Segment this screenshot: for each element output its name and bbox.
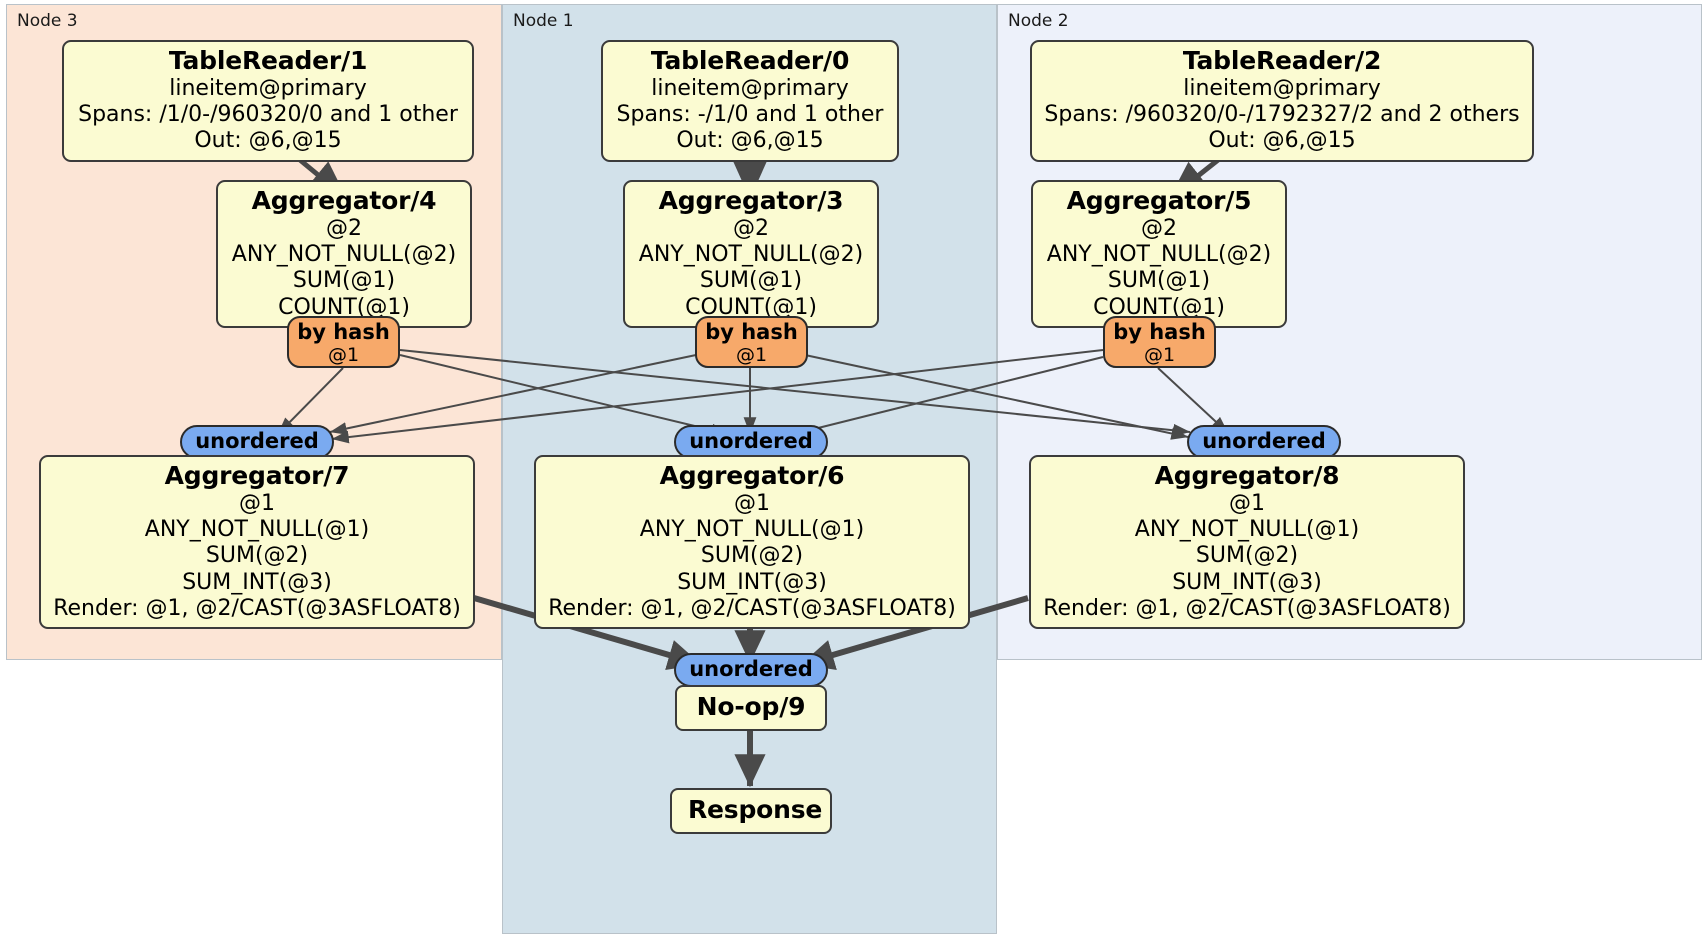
node-line: @2 bbox=[733, 215, 769, 241]
node-tablereader-0[interactable]: TableReader/0 lineitem@primary Spans: -/… bbox=[601, 40, 899, 162]
node-line: SUM_INT(@3) bbox=[677, 569, 827, 595]
node-line: Out: @6,@15 bbox=[676, 128, 824, 154]
node-line: ANY_NOT_NULL(@2) bbox=[638, 241, 864, 267]
node-title: Aggregator/3 bbox=[658, 186, 844, 215]
node-line: Spans: /1/0-/960320/0 and 1 other bbox=[78, 101, 458, 127]
node-line: Render: @1, @2/CAST(@3ASFLOAT8) bbox=[1043, 596, 1451, 622]
node-line: @2 bbox=[326, 215, 362, 241]
node-aggregator-5[interactable]: Aggregator/5 @2 ANY_NOT_NULL(@2) SUM(@1)… bbox=[1031, 180, 1287, 329]
router-label: by hash bbox=[1113, 320, 1206, 344]
router-label: by hash bbox=[297, 320, 390, 344]
node-aggregator-6[interactable]: Aggregator/6 @1 ANY_NOT_NULL(@1) SUM(@2)… bbox=[534, 455, 970, 630]
router-unordered-center[interactable]: unordered bbox=[674, 425, 828, 459]
router-label: unordered bbox=[1202, 429, 1326, 454]
node-title: Aggregator/6 bbox=[659, 461, 845, 490]
node-line: COUNT(@1) bbox=[278, 294, 410, 320]
node-title: TableReader/0 bbox=[650, 46, 850, 75]
router-unordered-left[interactable]: unordered bbox=[180, 425, 334, 459]
node-line: lineitem@primary bbox=[651, 75, 849, 101]
router-unordered-right[interactable]: unordered bbox=[1187, 425, 1341, 459]
node-line: SUM(@1) bbox=[1107, 268, 1211, 294]
node-aggregator-3[interactable]: Aggregator/3 @2 ANY_NOT_NULL(@2) SUM(@1)… bbox=[623, 180, 879, 329]
node-aggregator-7[interactable]: Aggregator/7 @1 ANY_NOT_NULL(@1) SUM(@2)… bbox=[39, 455, 475, 630]
node-line: COUNT(@1) bbox=[1093, 294, 1225, 320]
node-line: SUM(@2) bbox=[205, 543, 309, 569]
router-label: unordered bbox=[689, 429, 813, 454]
panel-node-3-label: Node 3 bbox=[17, 11, 78, 31]
node-line: lineitem@primary bbox=[169, 75, 367, 101]
router-column: @1 bbox=[327, 343, 360, 366]
node-line: Render: @1, @2/CAST(@3ASFLOAT8) bbox=[548, 596, 956, 622]
node-title: TableReader/1 bbox=[168, 46, 368, 75]
node-noop-9[interactable]: No-op/9 bbox=[675, 685, 827, 731]
router-column: @1 bbox=[1143, 343, 1176, 366]
router-column: @1 bbox=[735, 343, 768, 366]
node-line: SUM(@2) bbox=[1195, 543, 1299, 569]
router-by-hash-left[interactable]: by hash @1 bbox=[287, 316, 400, 368]
node-line: SUM(@2) bbox=[700, 543, 804, 569]
node-line: Out: @6,@15 bbox=[194, 128, 342, 154]
node-line: Spans: -/1/0 and 1 other bbox=[616, 101, 884, 127]
node-line: @1 bbox=[1229, 490, 1265, 516]
node-line: COUNT(@1) bbox=[685, 294, 817, 320]
node-line: SUM_INT(@3) bbox=[182, 569, 332, 595]
node-line: @1 bbox=[239, 490, 275, 516]
node-title: Aggregator/5 bbox=[1066, 186, 1252, 215]
node-line: SUM_INT(@3) bbox=[1172, 569, 1322, 595]
node-line: lineitem@primary bbox=[1183, 75, 1381, 101]
node-line: Out: @6,@15 bbox=[1208, 128, 1356, 154]
panel-node-1-label: Node 1 bbox=[513, 11, 574, 31]
router-label: by hash bbox=[705, 320, 798, 344]
node-line: @1 bbox=[734, 490, 770, 516]
node-line: ANY_NOT_NULL(@2) bbox=[1046, 241, 1272, 267]
node-line: Spans: /960320/0-/1792327/2 and 2 others bbox=[1044, 101, 1520, 127]
node-line: ANY_NOT_NULL(@1) bbox=[144, 516, 370, 542]
node-line: ANY_NOT_NULL(@1) bbox=[639, 516, 865, 542]
router-by-hash-center[interactable]: by hash @1 bbox=[695, 316, 808, 368]
node-line: Render: @1, @2/CAST(@3ASFLOAT8) bbox=[53, 596, 461, 622]
node-title: Aggregator/8 bbox=[1154, 461, 1340, 490]
node-title: TableReader/2 bbox=[1182, 46, 1382, 75]
node-tablereader-2[interactable]: TableReader/2 lineitem@primary Spans: /9… bbox=[1030, 40, 1534, 162]
node-response[interactable]: Response bbox=[670, 788, 832, 834]
router-label: unordered bbox=[689, 657, 813, 682]
node-line: SUM(@1) bbox=[292, 268, 396, 294]
router-label: unordered bbox=[195, 429, 319, 454]
node-tablereader-1[interactable]: TableReader/1 lineitem@primary Spans: /1… bbox=[62, 40, 474, 162]
node-line: SUM(@1) bbox=[699, 268, 803, 294]
node-title: Aggregator/7 bbox=[164, 461, 350, 490]
node-title: No-op/9 bbox=[696, 692, 806, 721]
node-title: Aggregator/4 bbox=[251, 186, 437, 215]
node-line: ANY_NOT_NULL(@2) bbox=[231, 241, 457, 267]
node-line: @2 bbox=[1141, 215, 1177, 241]
node-title: Response bbox=[688, 795, 823, 824]
node-line: ANY_NOT_NULL(@1) bbox=[1134, 516, 1360, 542]
node-aggregator-8[interactable]: Aggregator/8 @1 ANY_NOT_NULL(@1) SUM(@2)… bbox=[1029, 455, 1465, 630]
router-unordered-final[interactable]: unordered bbox=[674, 653, 828, 687]
node-aggregator-4[interactable]: Aggregator/4 @2 ANY_NOT_NULL(@2) SUM(@1)… bbox=[216, 180, 472, 329]
panel-node-2-label: Node 2 bbox=[1008, 11, 1069, 31]
router-by-hash-right[interactable]: by hash @1 bbox=[1103, 316, 1216, 368]
